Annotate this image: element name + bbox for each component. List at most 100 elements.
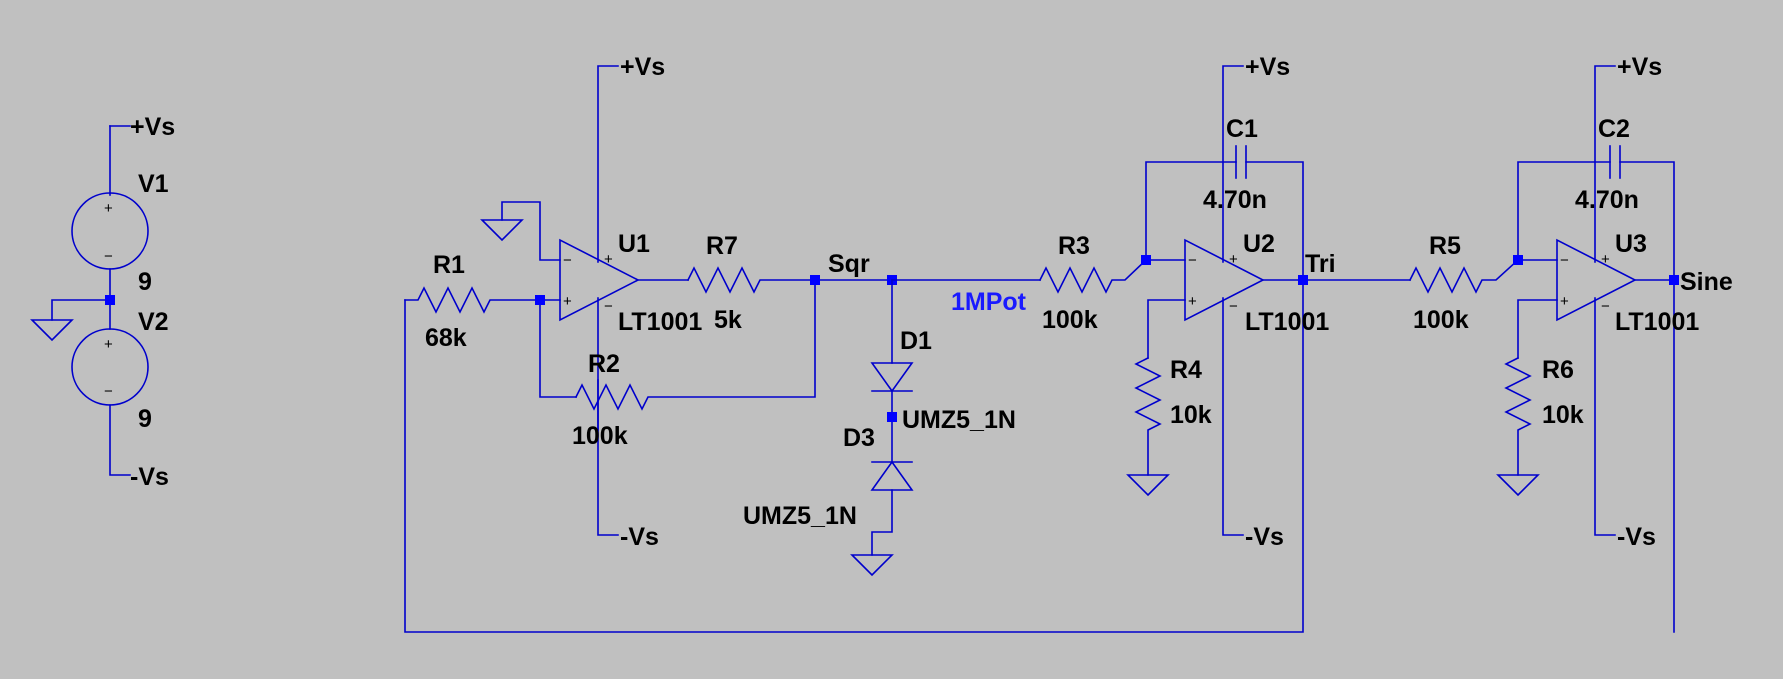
junction (1669, 275, 1679, 285)
wire-c1-left (1145, 161, 1237, 261)
sine-shaper-stage: − + + − R5 100k +Vs C2 4.70n U3 LT1001 S… (1408, 53, 1733, 633)
ground-icon (1126, 474, 1170, 497)
wire-u1-vplus (597, 65, 619, 263)
wire-feedback-loop (404, 279, 1304, 633)
r2-ref: R2 (588, 350, 620, 378)
u2-opamp-symbol[interactable] (1184, 238, 1265, 322)
junction (1141, 255, 1151, 265)
d1-ref: D1 (900, 327, 932, 355)
wire-d3-gnd (871, 489, 893, 556)
c1-ref: C1 (1226, 115, 1258, 143)
junction (887, 412, 897, 422)
r7-value: 5k (714, 306, 742, 334)
junction (810, 275, 820, 285)
ground-icon (30, 319, 74, 342)
d3-ref: D3 (843, 424, 875, 452)
r5-value: 100k (1413, 306, 1469, 334)
u1-plus-mark: + (563, 293, 572, 310)
v1-minus-mark: − (104, 248, 113, 265)
r4-ref: R4 (1170, 356, 1202, 384)
c1-value: 4.70n (1203, 186, 1267, 214)
d1-value: UMZ5_1N (902, 406, 1016, 434)
wire-u2-noninv (1147, 299, 1186, 359)
u1-ref: U1 (618, 230, 650, 258)
v2-value: 9 (138, 405, 152, 433)
net-label-sine: Sine (1680, 268, 1733, 296)
c2-value: 4.70n (1575, 186, 1639, 214)
r7-resistor-symbol[interactable] (686, 266, 893, 294)
u3-ref: U3 (1615, 230, 1647, 258)
u2-vplus-mark: + (1229, 251, 1238, 268)
d3-value: UMZ5_1N (743, 502, 857, 530)
wire-c2-right (1619, 161, 1675, 633)
junction (1298, 275, 1308, 285)
v2-plus-mark: + (104, 336, 113, 353)
u1-minus-mark: − (563, 252, 572, 269)
r5-resistor-symbol[interactable] (1408, 258, 1520, 294)
wire-v2-bottom (109, 404, 131, 476)
r6-resistor-symbol[interactable] (1504, 356, 1532, 476)
wire-u2-vminus (1222, 297, 1244, 536)
net-label-vs-pos: +Vs (130, 113, 175, 141)
d1-diode-symbol[interactable] (870, 362, 914, 393)
ground-icon (480, 219, 524, 242)
net-label-sqr: Sqr (828, 250, 870, 278)
wire-u3-vplus (1594, 65, 1616, 263)
net-label-vs-neg: -Vs (1617, 523, 1656, 551)
net-label-vs-neg: -Vs (1245, 523, 1284, 551)
r4-resistor-symbol[interactable] (1134, 356, 1162, 476)
v2-ref: V2 (138, 308, 169, 336)
wire-r2-left (539, 299, 577, 398)
net-label-tri: Tri (1305, 250, 1336, 278)
u2-minus-mark: − (1188, 252, 1197, 269)
net-label-vs-neg: -Vs (620, 523, 659, 551)
u3-value: LT1001 (1615, 308, 1699, 336)
u1-vminus-mark: − (604, 298, 613, 315)
u3-minus-mark: − (1560, 252, 1569, 269)
u3-opamp-symbol[interactable] (1556, 238, 1637, 322)
wire-u3-noninv (1517, 299, 1558, 359)
u1-opamp-symbol[interactable] (559, 238, 640, 322)
wire-u3-vminus (1594, 297, 1616, 536)
u1-value: LT1001 (618, 308, 702, 336)
r5-ref: R5 (1429, 232, 1461, 260)
u3-vminus-mark: − (1601, 298, 1610, 315)
wire-u2-vplus (1222, 65, 1244, 263)
junction (105, 295, 115, 305)
u3-plus-mark: + (1560, 293, 1569, 310)
d3-diode-symbol[interactable] (870, 460, 914, 491)
u3-vplus-mark: + (1601, 251, 1610, 268)
r1-resistor-symbol[interactable] (404, 286, 541, 314)
r7-ref: R7 (706, 232, 738, 260)
power-supply: + − + − +Vs V1 9 V2 9 -Vs (30, 113, 175, 491)
junction (535, 295, 545, 305)
r2-resistor-symbol[interactable] (574, 279, 816, 411)
net-label-vs-neg: -Vs (130, 463, 169, 491)
net-label-vs-pos: +Vs (1617, 53, 1662, 81)
r4-value: 10k (1170, 401, 1212, 429)
r6-ref: R6 (1542, 356, 1574, 384)
u2-ref: U2 (1243, 230, 1275, 258)
r3-resistor-symbol[interactable] (1038, 258, 1148, 294)
wire-u1-vminus (597, 297, 619, 536)
annotation-1mpot: 1MPot (951, 288, 1027, 316)
c2-ref: C2 (1598, 115, 1630, 143)
junction (1513, 255, 1523, 265)
net-label-vs-pos: +Vs (1245, 53, 1290, 81)
zener-clamp: D1 UMZ5_1N D3 UMZ5_1N (743, 279, 1016, 577)
ground-icon (850, 554, 894, 577)
v1-value: 9 (138, 268, 152, 296)
integrator-stage: − + + − 1MPot R3 100k +Vs C1 4.70n U2 LT… (891, 53, 1411, 551)
v1-ref: V1 (138, 170, 169, 198)
u1-vplus-mark: + (604, 251, 613, 268)
u2-plus-mark: + (1188, 293, 1197, 310)
v1-plus-mark: + (104, 200, 113, 217)
r1-ref: R1 (433, 251, 465, 279)
u2-value: LT1001 (1245, 308, 1329, 336)
v2-minus-mark: − (104, 383, 113, 400)
wire-c2-left (1517, 161, 1611, 261)
wire-mid-gnd (51, 299, 111, 321)
net-label-vs-pos: +Vs (620, 53, 665, 81)
r3-value: 100k (1042, 306, 1098, 334)
